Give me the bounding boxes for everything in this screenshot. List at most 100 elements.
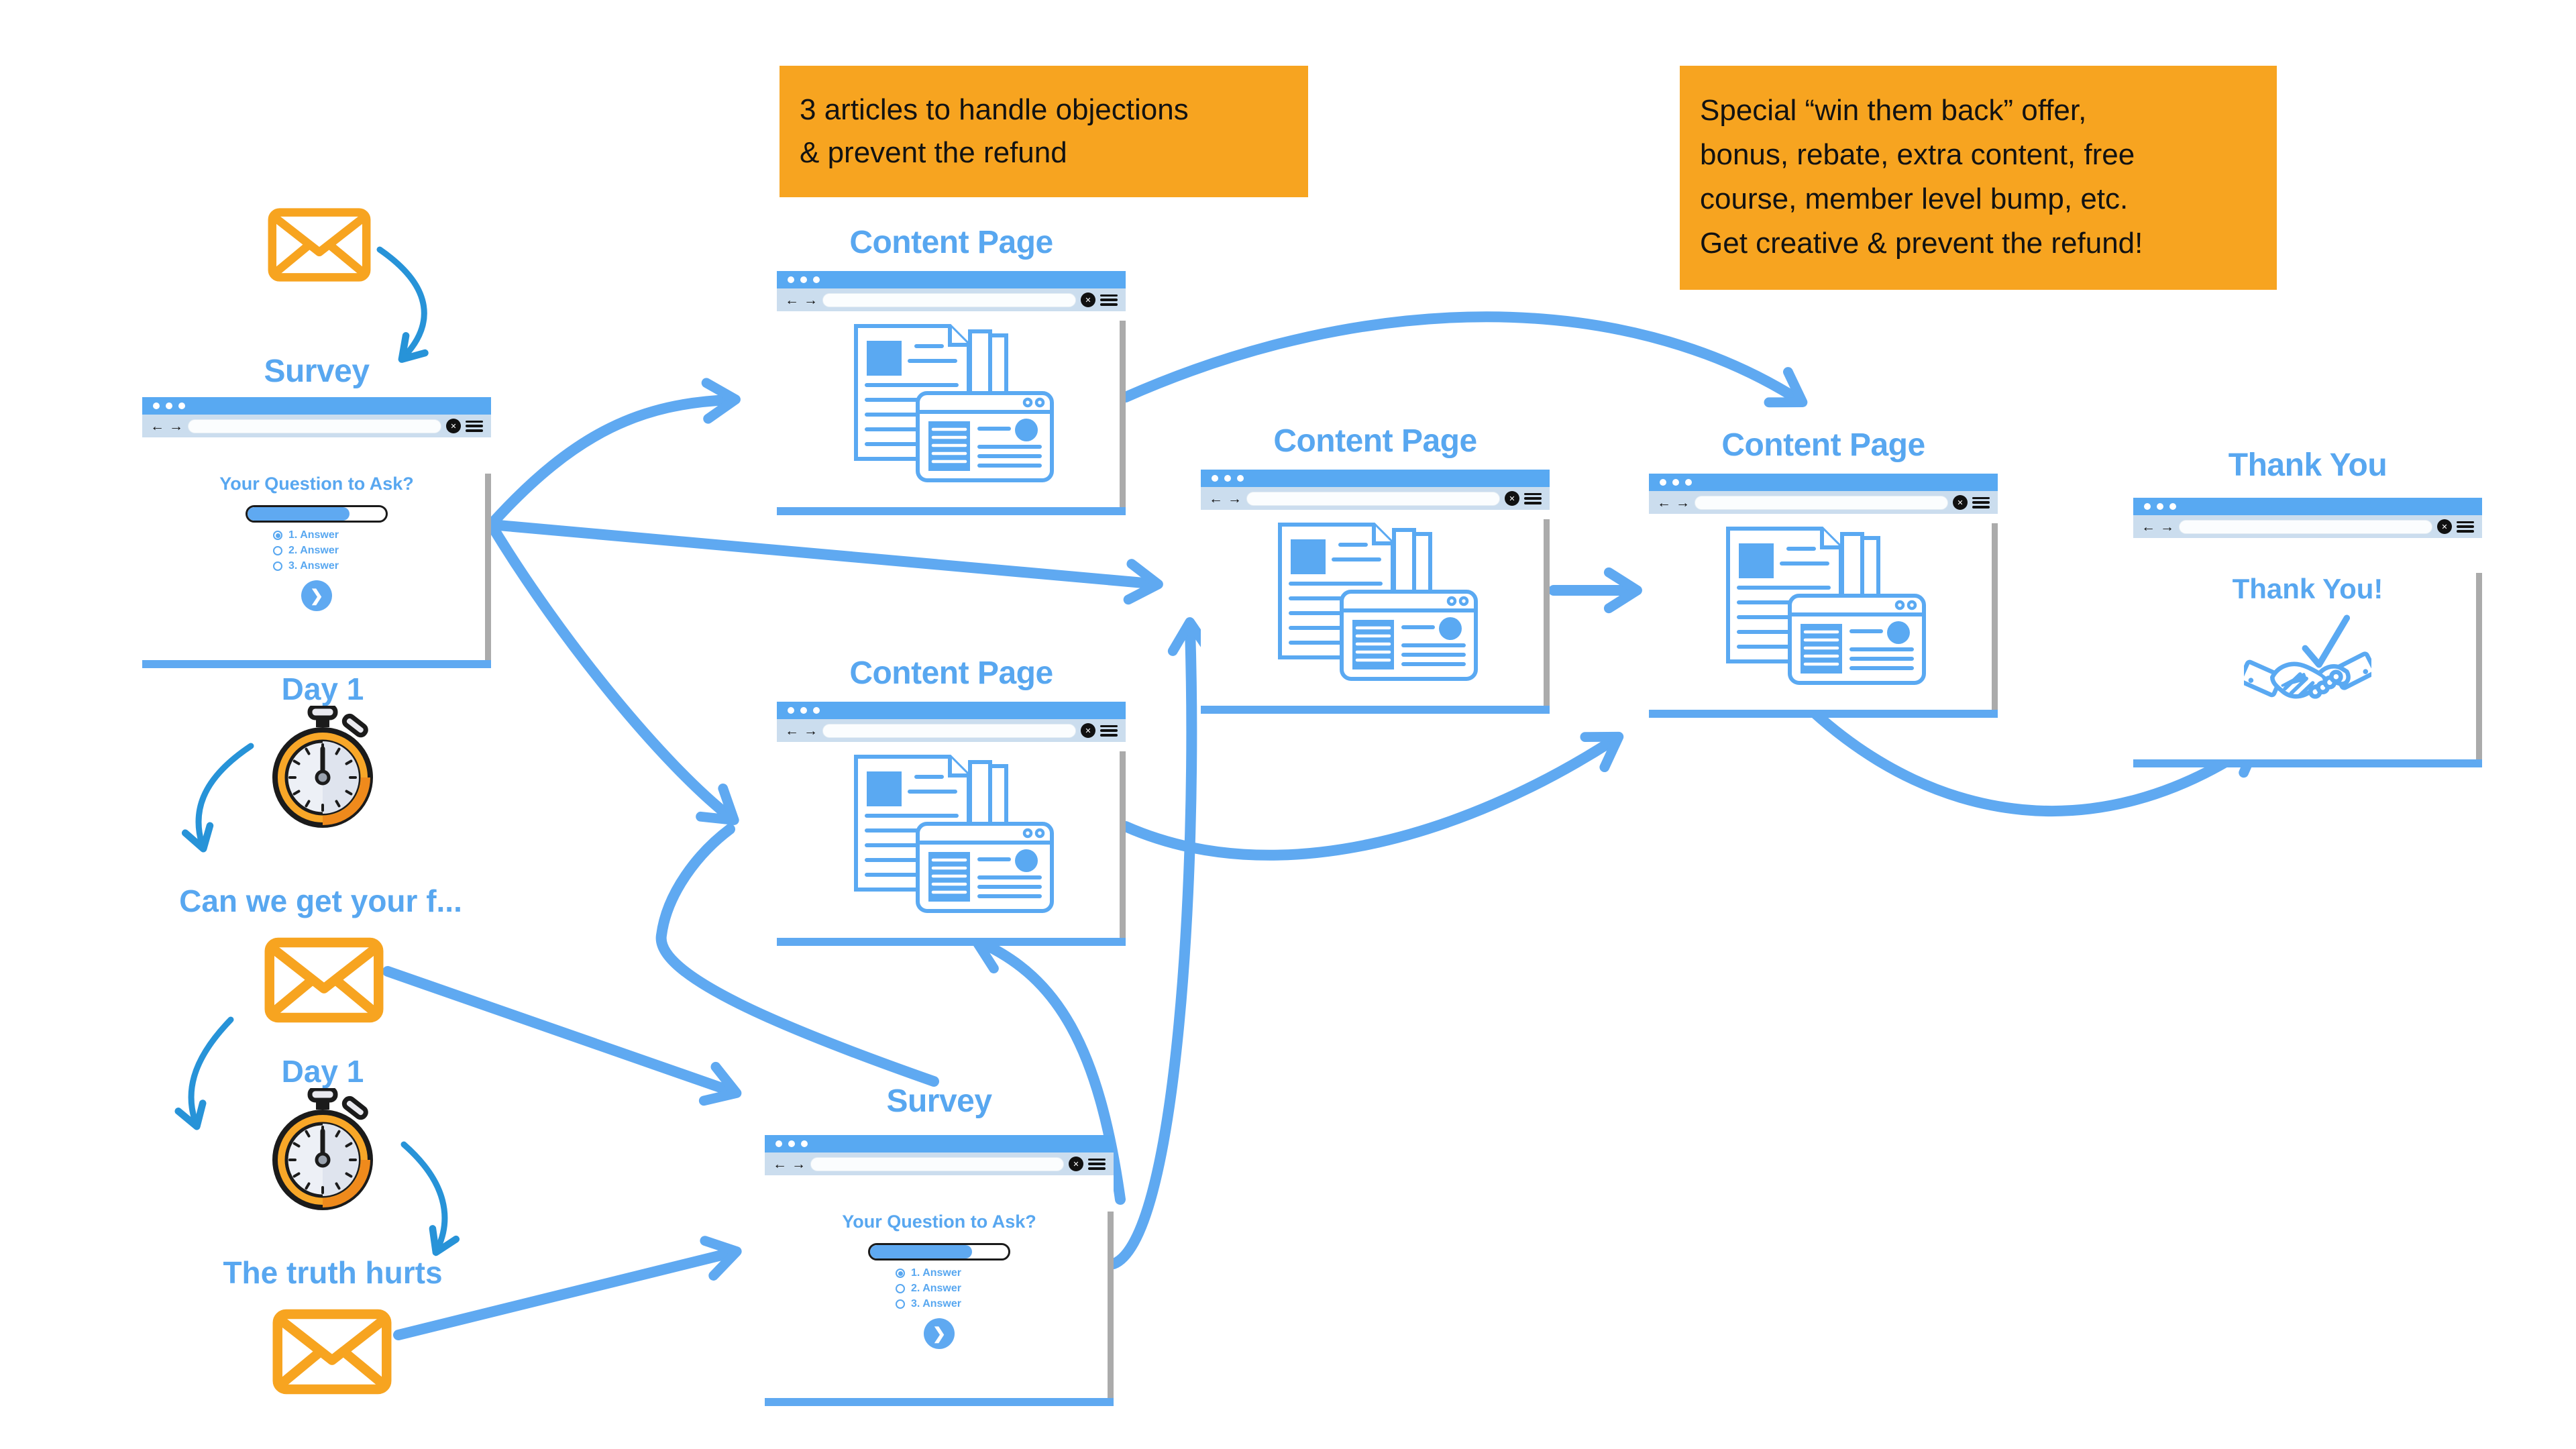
window-toolbar: ← → ✕ — [777, 288, 1126, 311]
back-icon: ← — [773, 1156, 787, 1172]
email-label-truth: The truth hurts — [223, 1255, 443, 1290]
back-icon: ← — [2141, 519, 2155, 535]
note-winback[interactable]: Special “win them back” offer, bonus, re… — [1680, 66, 2277, 290]
browser-window-content-2[interactable]: ← → ✕ — [777, 702, 1126, 946]
survey-question: Your Question to Ask? — [219, 474, 414, 494]
back-icon: ← — [1657, 494, 1671, 511]
scrollbar[interactable] — [1120, 751, 1126, 938]
address-bar — [810, 1157, 1064, 1171]
forward-icon: → — [792, 1156, 806, 1172]
window-titlebar — [765, 1135, 1114, 1152]
note-line: Get creative & prevent the refund! — [1700, 227, 2143, 260]
window-toolbar: ← → ✕ — [1201, 487, 1550, 510]
browser-window-survey-2[interactable]: ← → ✕ Your Question to Ask? 1. Answer 2.… — [765, 1135, 1114, 1406]
survey-answer-option[interactable]: 2. Answer — [896, 1283, 983, 1295]
menu-icon — [1100, 724, 1118, 737]
window-titlebar — [1201, 470, 1550, 487]
browser-window-survey-1[interactable]: ← → ✕ Your Question to Ask? 1. Answer 2.… — [142, 397, 491, 668]
node-title-survey-2: Survey — [886, 1083, 992, 1119]
browser-window-content-1[interactable]: ← → ✕ — [777, 271, 1126, 515]
address-bar — [1246, 491, 1500, 506]
window-toolbar: ← → ✕ — [765, 1152, 1114, 1175]
close-icon: ✕ — [1505, 491, 1519, 506]
survey-answer-option[interactable]: 1. Answer — [273, 529, 360, 541]
radio-icon[interactable] — [896, 1284, 905, 1293]
window-toolbar: ← → ✕ — [142, 415, 491, 437]
stopwatch-icon[interactable] — [269, 706, 376, 833]
survey-answer-option[interactable]: 2. Answer — [273, 545, 360, 557]
next-button[interactable]: ❯ — [924, 1318, 955, 1349]
scrollbar[interactable] — [485, 474, 491, 660]
close-icon: ✕ — [1953, 495, 1968, 510]
note-objections[interactable]: 3 articles to handle objections & preven… — [780, 66, 1308, 197]
menu-icon — [1972, 496, 1990, 508]
menu-icon — [1100, 294, 1118, 306]
survey-progress-bar — [246, 505, 388, 523]
address-bar — [822, 292, 1076, 307]
note-line: 3 articles to handle objections — [800, 93, 1189, 126]
close-icon: ✕ — [1081, 723, 1095, 738]
delay-label-day1-a: Day 1 — [281, 672, 364, 706]
window-titlebar — [142, 397, 491, 415]
window-titlebar — [777, 702, 1126, 719]
menu-icon — [1088, 1158, 1106, 1170]
window-footer-bar — [1649, 710, 1998, 718]
window-titlebar — [2133, 498, 2482, 515]
envelope-icon[interactable] — [263, 936, 385, 1024]
stopwatch-icon[interactable] — [269, 1088, 376, 1216]
node-title-content-4: Content Page — [1721, 427, 1925, 463]
close-icon: ✕ — [446, 419, 461, 433]
scrollbar[interactable] — [1544, 519, 1550, 706]
radio-icon[interactable] — [273, 546, 282, 555]
next-button[interactable]: ❯ — [301, 580, 332, 611]
chevron-right-icon: ❯ — [309, 586, 324, 605]
forward-icon: → — [2160, 519, 2174, 535]
article-pages-icon — [837, 751, 1065, 919]
forward-icon: → — [1676, 494, 1690, 511]
survey-progress-bar — [868, 1243, 1010, 1260]
scrollbar[interactable] — [1120, 321, 1126, 507]
window-footer-bar — [777, 507, 1126, 515]
window-footer-bar — [765, 1398, 1114, 1406]
close-icon: ✕ — [1081, 292, 1095, 307]
handshake-check-icon — [2244, 609, 2371, 716]
survey-answer-option[interactable]: 3. Answer — [896, 1298, 983, 1310]
back-icon: ← — [1209, 490, 1223, 506]
forward-icon: → — [1228, 490, 1242, 506]
address-bar — [1695, 495, 1948, 510]
survey-answer-option[interactable]: 1. Answer — [896, 1267, 983, 1279]
window-footer-bar — [142, 660, 491, 668]
radio-icon[interactable] — [896, 1299, 905, 1309]
window-toolbar: ← → ✕ — [777, 719, 1126, 742]
radio-icon[interactable] — [273, 531, 282, 540]
envelope-icon[interactable] — [271, 1308, 393, 1395]
radio-icon[interactable] — [896, 1269, 905, 1278]
node-title-content-1: Content Page — [849, 225, 1053, 260]
note-line: & prevent the refund — [800, 136, 1067, 169]
delay-label-day1-b: Day 1 — [281, 1054, 364, 1089]
note-line: bonus, rebate, extra content, free — [1700, 138, 2135, 171]
browser-window-content-4[interactable]: ← → ✕ — [1649, 474, 1998, 718]
menu-icon — [466, 420, 483, 432]
email-label-feedback: Can we get your f... — [179, 883, 462, 918]
window-footer-bar — [777, 938, 1126, 946]
radio-icon[interactable] — [273, 561, 282, 571]
chevron-right-icon: ❯ — [932, 1324, 947, 1343]
window-titlebar — [1649, 474, 1998, 491]
node-title-content-2: Content Page — [849, 655, 1053, 691]
forward-icon: → — [804, 292, 818, 308]
menu-icon — [2457, 521, 2474, 533]
back-icon: ← — [785, 722, 799, 739]
scrollbar[interactable] — [2476, 573, 2482, 759]
survey-answer-option[interactable]: 3. Answer — [273, 560, 360, 572]
node-title-thankyou: Thank You — [2228, 447, 2387, 483]
browser-window-thankyou[interactable]: ← → ✕ Thank You! — [2133, 498, 2482, 767]
forward-icon: → — [169, 418, 183, 434]
back-icon: ← — [785, 292, 799, 308]
address-bar — [188, 419, 441, 433]
envelope-icon[interactable] — [267, 207, 372, 283]
scrollbar[interactable] — [1108, 1212, 1114, 1398]
browser-window-content-3[interactable]: ← → ✕ — [1201, 470, 1550, 714]
scrollbar[interactable] — [1992, 523, 1998, 710]
